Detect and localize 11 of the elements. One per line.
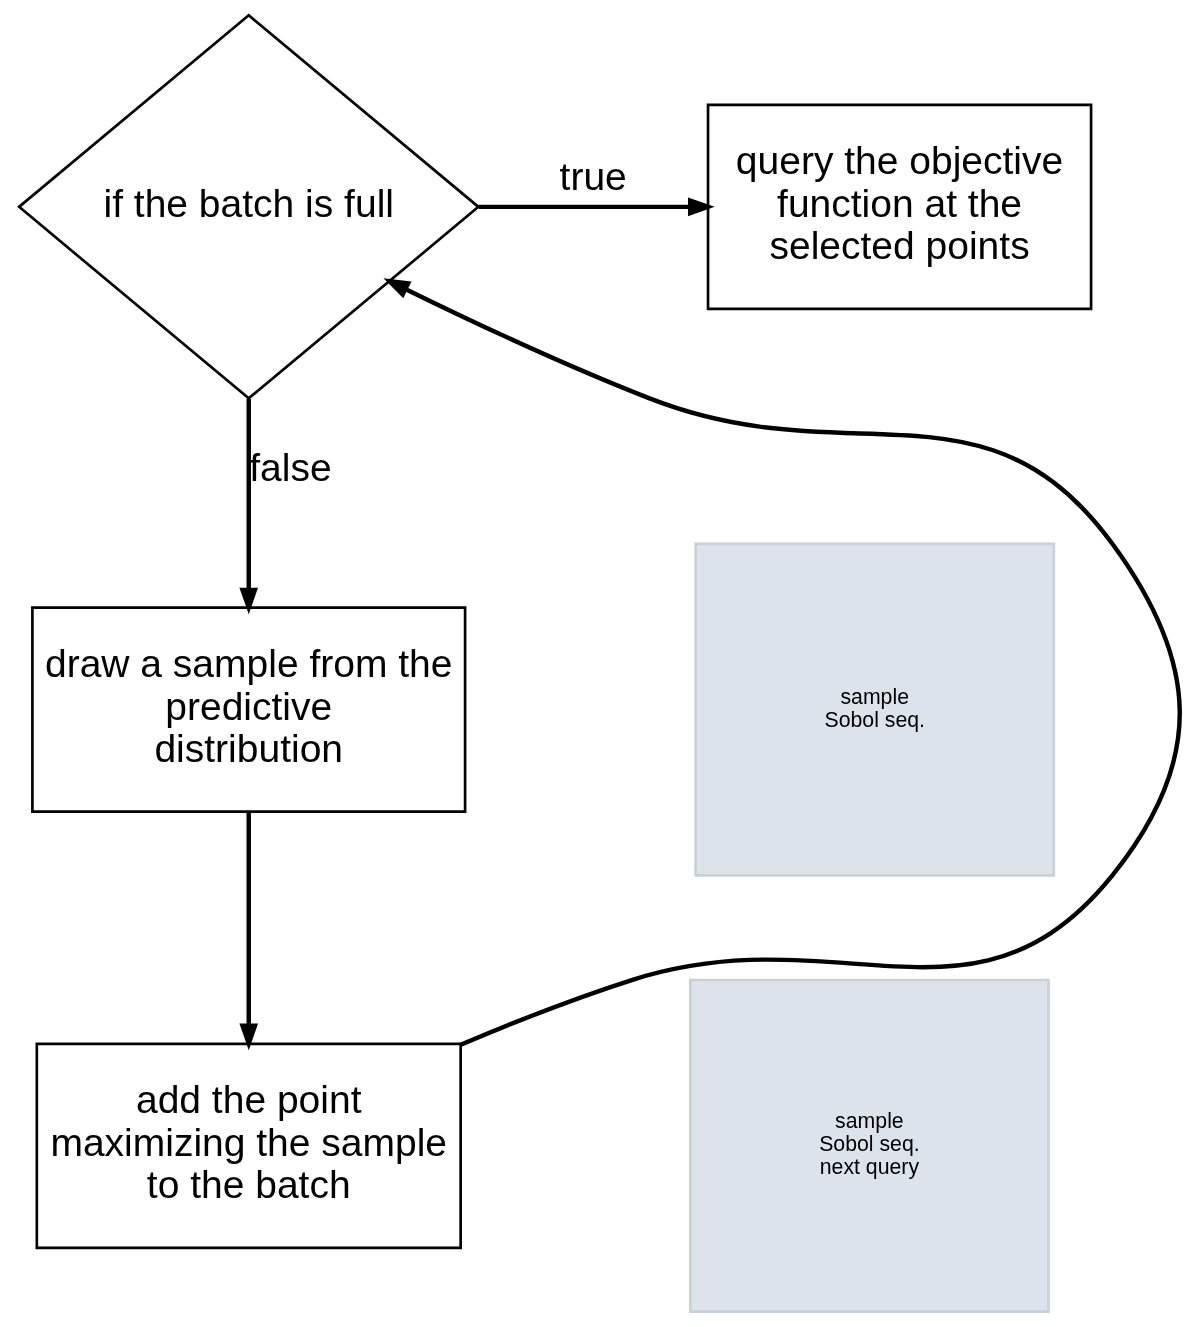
node-box: query the objective function at the selected points <box>706 103 1092 311</box>
node-box: draw a sample from the predictive distribution <box>30 606 466 813</box>
node-box: add the point maximizing the sample to the batch <box>35 1042 462 1250</box>
arrow <box>478 197 715 217</box>
edge-label: true <box>559 155 627 199</box>
arrow <box>238 398 258 615</box>
node-box: sample Sobol seq. next query <box>688 978 1050 1313</box>
node-box: sample Sobol seq. <box>693 542 1055 877</box>
node-diamond: if the batch is full <box>16 13 480 401</box>
arrow <box>238 811 258 1051</box>
arrow <box>382 278 1181 1047</box>
